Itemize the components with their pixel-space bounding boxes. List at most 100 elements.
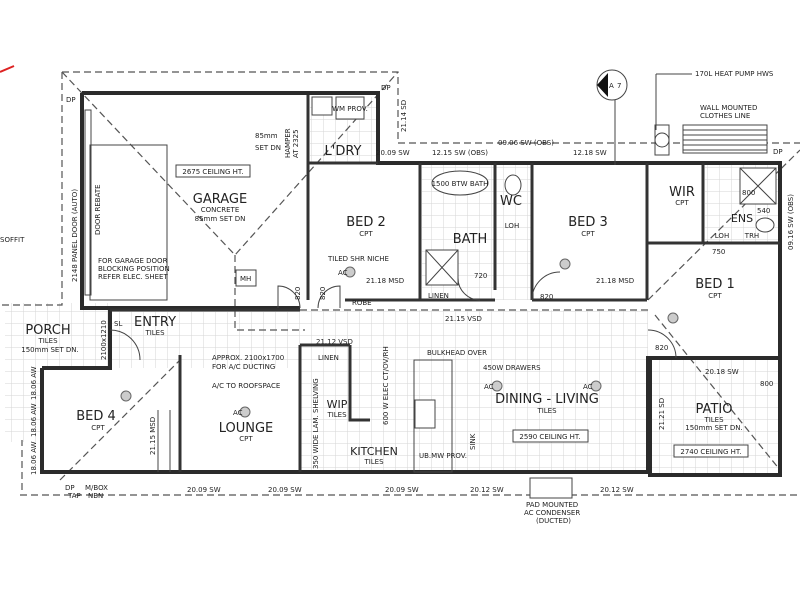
- window-code: 12.15 SW (OBS): [432, 149, 488, 157]
- room-wir: WIR: [669, 185, 695, 200]
- porch-finish: TILES: [37, 337, 58, 345]
- sink: [414, 399, 436, 429]
- clothes-line: [682, 124, 768, 154]
- clothes-line-label-1: WALL MOUNTED: [700, 104, 757, 112]
- garage-set-1: 85mm: [255, 132, 278, 140]
- section-7-label: 7: [617, 82, 621, 90]
- bed3-finish: CPT: [581, 230, 595, 238]
- lounge-finish: CPT: [239, 435, 253, 443]
- roof-outline: [0, 71, 800, 496]
- window-code: 12.18 SW: [573, 149, 607, 157]
- annotations: 170L HEAT PUMP HWS WALL MOUNTED CLOTHES …: [0, 70, 783, 525]
- tiled-niche-label: TILED SHR NICHE: [327, 255, 389, 263]
- hamper-laundry: HAMPER: [284, 128, 292, 158]
- bed2-finish: CPT: [359, 230, 373, 238]
- porch-note: 150mm SET DN.: [21, 346, 78, 354]
- wc-loh-label: LOH: [505, 222, 519, 230]
- entry-finish: TILES: [144, 329, 165, 337]
- window-code: 20.09 SW: [385, 486, 419, 494]
- ac-label: AC: [233, 409, 243, 417]
- linen-kitchen: LINEN: [318, 354, 339, 362]
- heat-pump-label: 170L HEAT PUMP HWS: [695, 70, 774, 78]
- door-rebate-label: DOOR REBATE: [94, 184, 102, 235]
- ac-label: AC: [583, 383, 593, 391]
- room-labels: GARAGE CONCRETE 85mm SET DN 2675 CEILING…: [21, 105, 759, 466]
- room-bath: BATH: [453, 232, 488, 247]
- window-code: 20.09 SW: [187, 486, 221, 494]
- bed1-finish: CPT: [708, 292, 722, 300]
- washing-machine-label: WM PROV.: [332, 105, 368, 113]
- robe-door-code: 21.15 VSD: [445, 315, 482, 323]
- ac-condenser: [529, 477, 573, 499]
- wip-finish: TILES: [326, 411, 347, 419]
- garage-door-note-1: FOR GARAGE DOOR: [98, 257, 168, 265]
- patio-ceiling: 2740 CEILING HT.: [680, 448, 741, 456]
- meter-box-label: M/BOX: [85, 484, 108, 492]
- window-code: 20.09 SW: [376, 149, 410, 157]
- bath-tub: [431, 170, 489, 196]
- window-code: 20.12 SW: [470, 486, 504, 494]
- bed4-finish: CPT: [91, 424, 105, 432]
- doors: [109, 271, 677, 361]
- room-entry: ENTRY: [134, 315, 176, 330]
- ac-label: AC: [484, 383, 494, 391]
- room-garage: GARAGE: [193, 192, 247, 207]
- drawers-label: 450W DRAWERS: [483, 364, 541, 372]
- washing-machine: [335, 96, 365, 120]
- fixtures: [84, 69, 777, 499]
- room-kitchen: KITCHEN: [350, 445, 398, 458]
- corner-mark: [0, 65, 15, 73]
- room-patio: PATIO: [696, 402, 733, 417]
- door-width: 720: [474, 272, 487, 280]
- robe-door-code: 21.15 MSD: [149, 417, 157, 455]
- wir-finish: CPT: [675, 199, 689, 207]
- patio-note: 150mm SET DN.: [685, 424, 742, 432]
- downpipe-label: DP: [65, 484, 75, 492]
- ac-label: AC: [338, 269, 348, 277]
- window-code: 20.09 SW: [268, 486, 302, 494]
- laundry-tub: [311, 96, 333, 116]
- garage-set-2: SET DN: [255, 144, 281, 152]
- dining-ceiling: 2590 CEILING HT.: [519, 433, 580, 441]
- heat-pump: [654, 124, 670, 156]
- condenser-label-3: (DUCTED): [536, 517, 571, 525]
- door-width: 820: [294, 287, 302, 300]
- tap-label: TAP: [67, 492, 81, 500]
- sliding-door-code: 21.21 SD: [658, 398, 666, 430]
- microwave-label: UB.MW PROV.: [419, 452, 467, 460]
- patio-dimension: 800: [760, 380, 773, 388]
- room-dining-living: DINING - LIVING: [495, 392, 599, 407]
- sidelight-label: SL: [114, 320, 122, 328]
- ens-loh-label: LOH: [715, 232, 729, 240]
- condenser-label-1: PAD MOUNTED: [526, 501, 578, 509]
- section-a-label: A: [609, 82, 614, 90]
- dimensions: 20.09 SW 12.15 SW (OBS) 09.06 SW (OBS) 1…: [30, 100, 795, 494]
- ens-dimension: 800: [742, 189, 755, 197]
- garage-ceiling: 2675 CEILING HT.: [182, 168, 243, 176]
- garage-note: 85mm SET DN: [195, 215, 246, 223]
- ducting-label-1: APPROX. 2100x1700: [212, 354, 284, 362]
- manhole-label: MH: [240, 275, 251, 283]
- bulkhead-label: BULKHEAD OVER: [427, 349, 487, 357]
- ducting-label-2: FOR A/C DUCTING: [212, 363, 275, 371]
- wall-dimension: 750: [712, 248, 725, 256]
- condenser-label-2: AC CONDENSER: [524, 509, 580, 517]
- sink-label: SINK: [469, 433, 477, 450]
- roofspace-label: A/C TO ROOFSPACE: [212, 382, 280, 390]
- walls: [40, 91, 782, 477]
- window-code: 18.06 AW: [30, 441, 38, 475]
- room-wc: WC: [500, 194, 522, 209]
- robe-door-code: 21.18 MSD: [366, 277, 404, 285]
- soffit-label: SOFFIT: [0, 236, 25, 244]
- dining-finish: TILES: [536, 407, 557, 415]
- linen-bath: LINEN: [428, 292, 449, 300]
- patio-finish: TILES: [703, 416, 724, 424]
- toilet-ens: [755, 217, 775, 233]
- door-width: 820: [540, 293, 553, 301]
- linen-door-code: 21.12 VSD: [316, 338, 353, 346]
- oven-label: 600 W ELEC CT/OV/RH: [382, 346, 390, 425]
- clothes-line-label-2: CLOTHES LINE: [700, 112, 750, 120]
- room-wip: WIP: [327, 398, 348, 411]
- room-bed1: BED 1: [695, 277, 735, 292]
